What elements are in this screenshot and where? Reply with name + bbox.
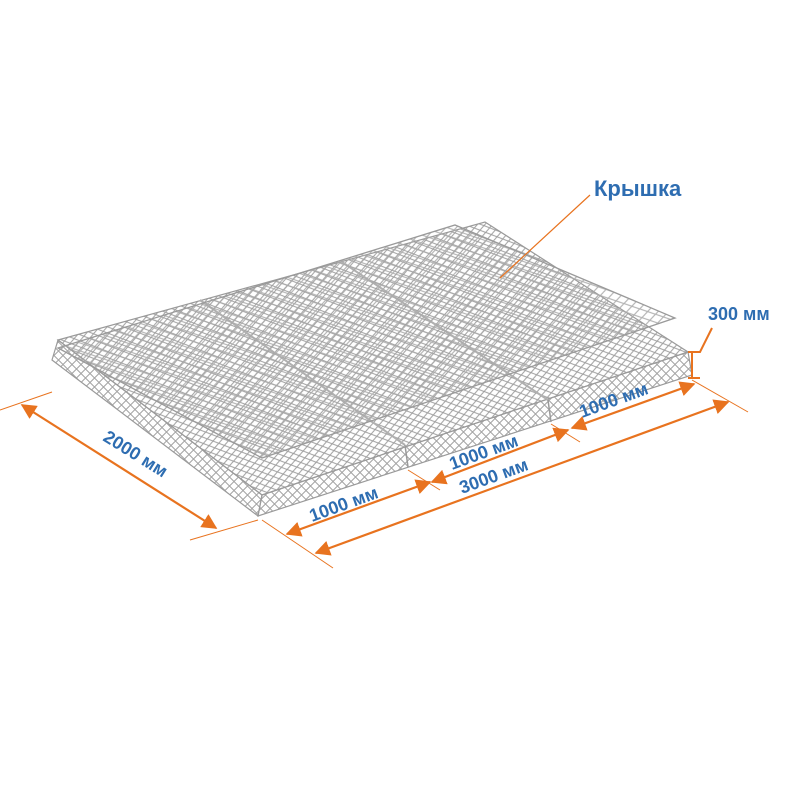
height-label: 300 мм (708, 304, 770, 324)
lid-label: Крышка (594, 176, 682, 201)
height-dimension: 300 мм (688, 304, 770, 379)
lid-leader-line (499, 194, 591, 279)
